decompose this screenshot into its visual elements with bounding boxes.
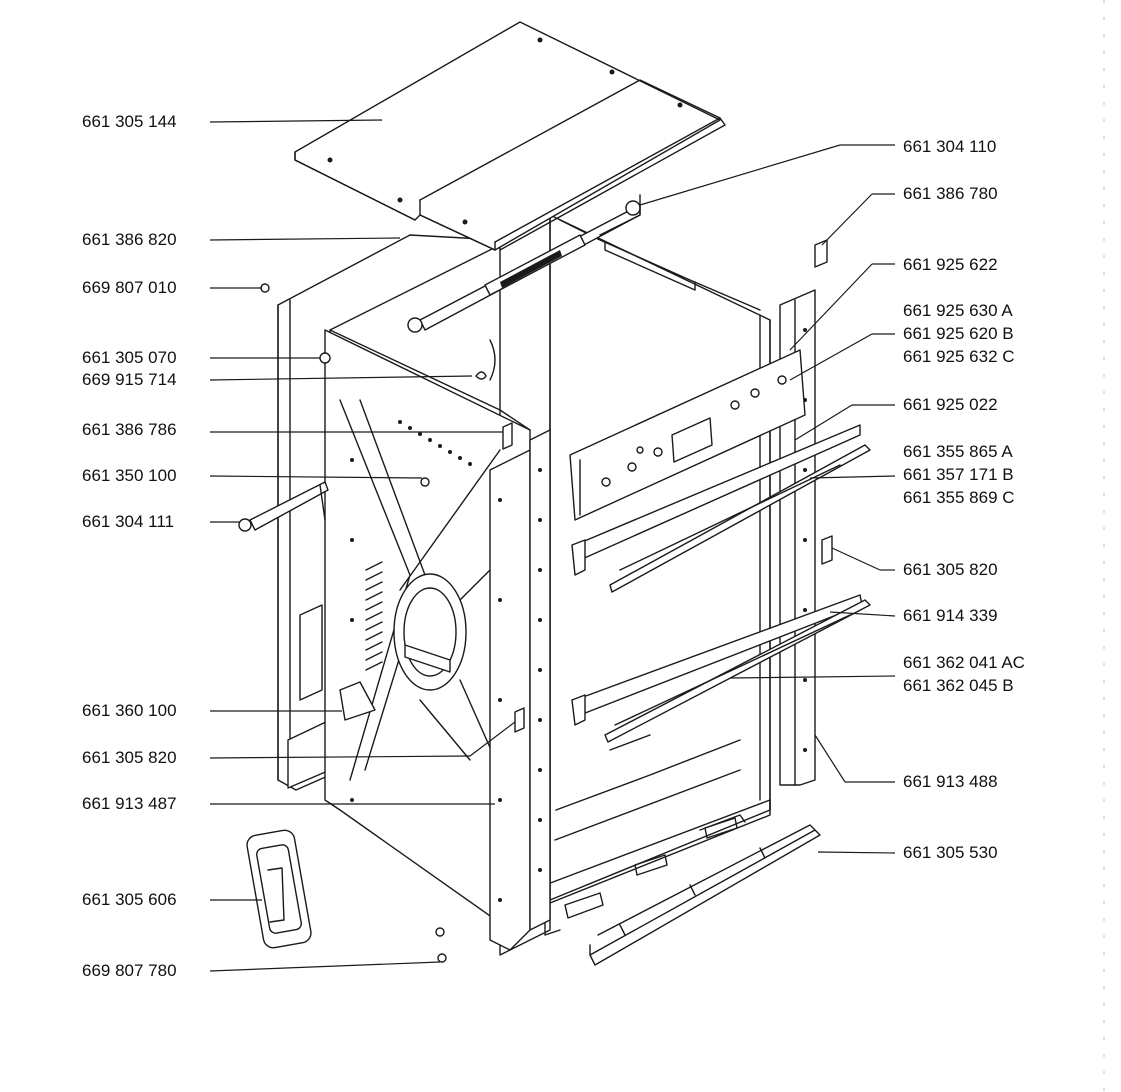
small-parts [238,239,833,963]
part-label-panel-trim: 661 925 622 [903,255,998,274]
part-label-cross-member: 661 914 339 [903,606,998,625]
part-label-side-bracket: 661 304 111 [82,512,175,531]
part-label-top-bracket: 661 304 110 [903,137,997,156]
part-label-lower-trim-ac: 661 362 041 AC [903,653,1025,672]
part-label-small-clip: 661 386 780 [903,184,998,203]
part-label-trim-c: 661 355 869 C [903,488,1015,507]
part-label-handle: 661 305 606 [82,890,177,909]
part-label-fascia-a: 661 925 630 A [903,301,1013,320]
part-label-side-panel: 661 386 820 [82,230,177,249]
part-label-fascia-c: 661 925 632 C [903,347,1015,366]
part-label-fascia-b: 661 925 620 B [903,324,1014,343]
leader-lines-left [209,119,516,972]
part-label-spring: 669 915 714 [82,370,177,389]
part-label-clip: 661 386 786 [82,420,177,439]
top-cover-panel [294,21,726,251]
part-label-screws: 669 807 780 [82,961,177,980]
part-label-fascia-support: 661 925 022 [903,395,998,414]
part-label-top-cover: 661 305 144 [82,112,177,131]
control-panel-fascia [569,349,806,521]
part-label-lower-bracket: 661 360 100 [82,701,177,720]
front-left-rail [489,429,551,951]
part-label-lower-trim-b: 661 362 045 B [903,676,1014,695]
vent-slots [365,561,383,671]
lower-cross-member [571,594,871,743]
leader-lines-right [639,144,896,854]
bottom-front-strip [589,824,821,966]
part-label-trim-a: 661 355 865 A [903,442,1013,461]
part-label-nut: 669 807 010 [82,278,177,297]
part-label-right-clip: 661 305 820 [903,560,998,579]
part-label-front-rail: 661 913 487 [82,794,177,813]
upper-cross-member [571,424,871,593]
part-label-bottom-strip: 661 305 530 [903,843,998,862]
part-label-rear-rail: 661 913 488 [903,772,998,791]
part-label-screw: 661 350 100 [82,466,177,485]
part-label-trim-b: 661 357 171 B [903,465,1014,484]
part-label-plug: 661 305 070 [82,348,177,367]
top-bracket [407,194,641,333]
part-label-retaining-clip: 661 305 820 [82,748,177,767]
